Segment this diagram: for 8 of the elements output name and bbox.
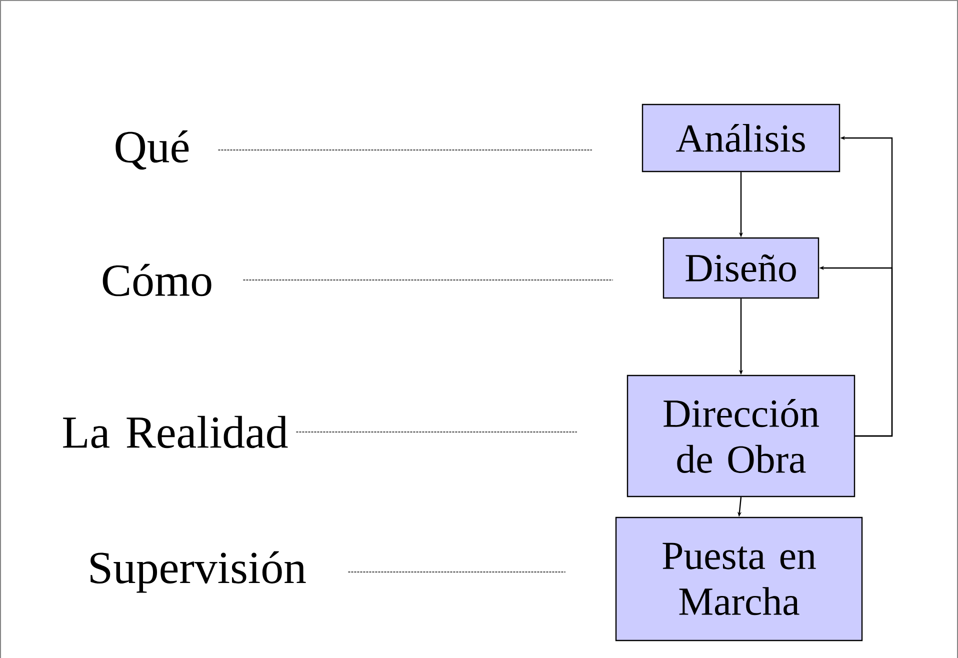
- process-box: Dirección de Obra: [626, 374, 856, 498]
- process-box: Análisis: [642, 104, 840, 172]
- stage-label: Supervisión: [90, 551, 306, 593]
- stage-label: Qué: [116, 130, 189, 170]
- process-box: Diseño: [662, 237, 820, 299]
- stage-label: Cómo: [102, 264, 212, 296]
- process-box: Puesta en Marcha: [615, 516, 863, 642]
- stage-label: La Realidad: [63, 416, 288, 448]
